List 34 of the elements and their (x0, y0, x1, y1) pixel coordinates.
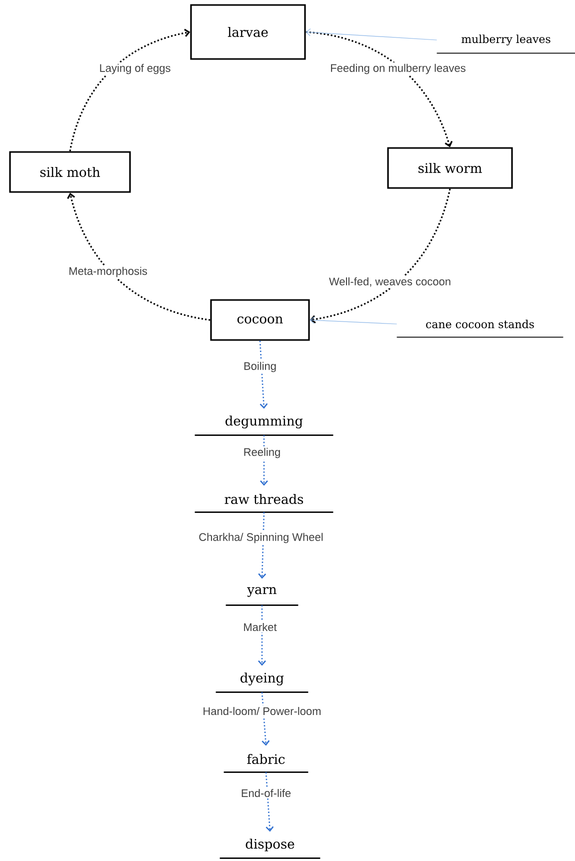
underlined-step: fabric (224, 754, 308, 773)
underlined-step: dyeing (216, 672, 308, 693)
arrow (265, 772, 274, 832)
arrow (310, 316, 398, 324)
arrow (306, 31, 453, 148)
arrow (306, 28, 438, 40)
arrow (310, 188, 451, 324)
edge-label: Boiling (242, 360, 278, 374)
process-box: silk moth (9, 151, 131, 193)
underlined-step: yarn (226, 587, 298, 606)
edge-label: Hand-loom/ Power-loom (201, 705, 323, 717)
arrow (259, 340, 268, 409)
edge-label: Feeding on mulberry leaves (328, 62, 468, 76)
process-box: larvae (190, 4, 306, 60)
underlined-step: mulberry leaves (436, 34, 575, 54)
arrow (258, 512, 266, 579)
arrow (69, 28, 190, 152)
arrow (67, 192, 210, 321)
process-box: silk worm (387, 147, 513, 189)
edge-label: Market (242, 621, 278, 633)
underlined-step: raw threads (194, 494, 334, 513)
underlined-step: dispose (220, 838, 320, 859)
process-box: cocoon (210, 299, 310, 341)
edge-label: Laying of eggs (98, 62, 172, 76)
underlined-step: degumming (194, 416, 334, 436)
arrow (260, 435, 268, 486)
arrow (261, 692, 270, 746)
arrow (258, 605, 266, 666)
edge-label: Reeling (242, 446, 282, 460)
edge-label: Well-fed, weaves cocoon (327, 276, 453, 288)
edge-label: Charkha/ Spinning Wheel (197, 531, 325, 545)
edge-label: Meta-morphosis (67, 265, 149, 279)
underlined-step: cane cocoon stands (396, 320, 564, 338)
edge-label: End-of-life (239, 787, 293, 799)
